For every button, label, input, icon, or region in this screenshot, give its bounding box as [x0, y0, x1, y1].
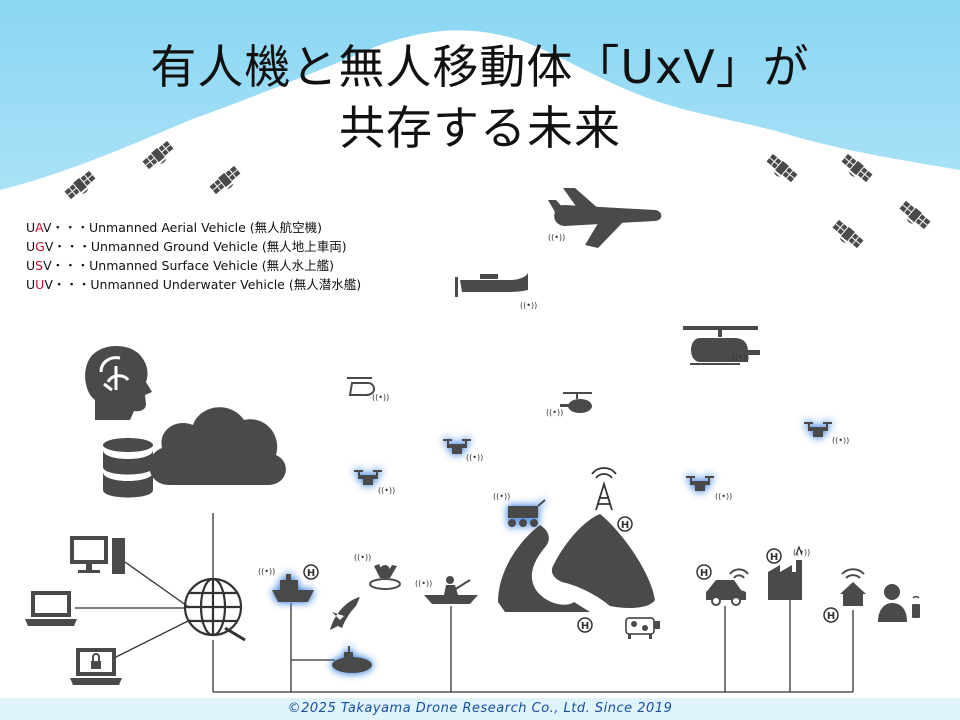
laptop-icon: [25, 591, 77, 626]
shark-icon: [330, 597, 360, 630]
svg-text:H: H: [621, 520, 629, 531]
legend-row-ugv: UGV・・・Unmanned Ground Vehicle (無人地上車両): [26, 239, 347, 254]
drone-icon: [804, 422, 832, 437]
svg-text:H: H: [827, 611, 835, 622]
legend-row-usv: USV・・・Unmanned Surface Vehicle (無人水上艦): [26, 258, 335, 273]
mountain-river-icon: [498, 514, 655, 612]
signal-label: ((•)): [493, 492, 510, 501]
small-helicopter-icon: [347, 377, 376, 396]
satellite-icon: [838, 152, 874, 187]
signal-label: ((•)): [832, 436, 849, 445]
satellite-icon: [208, 164, 244, 199]
satellite-icon: [763, 152, 799, 187]
person-phone-icon: [878, 584, 920, 622]
signal-label: ((•)): [466, 453, 483, 462]
ship-icon: [272, 574, 314, 602]
locked-laptop-icon: [70, 648, 122, 685]
rowboat-icon: [424, 576, 478, 604]
globe-icon: [183, 577, 246, 642]
uxv-legend: UAV・・・Unmanned Aerial Vehicle (無人航空機) UG…: [26, 218, 361, 294]
signal-label: ((•)): [732, 353, 749, 362]
swimmer-icon: [369, 564, 401, 590]
title-line-1: 有人機と無人移動体「UxV」が: [150, 40, 810, 94]
legend-row-uuv: UUV・・・Unmanned Underwater Vehicle (無人潜水艦…: [26, 277, 362, 292]
rover-icon: [508, 499, 546, 527]
database-icon: [103, 438, 153, 498]
small-helicopter-icon: [560, 392, 592, 413]
svg-text:H: H: [770, 552, 778, 563]
prop-plane-icon: [455, 272, 528, 297]
signal-label: ((•)): [415, 579, 432, 588]
antenna-tower-icon: [591, 467, 617, 511]
signal-label: ((•)): [546, 408, 563, 417]
satellite-icon: [829, 218, 865, 253]
helipad-icon: H H H H H H: [303, 516, 839, 633]
footer-copyright: ©2025 Takayama Drone Research Co., Ltd. …: [0, 698, 960, 720]
signal-label: ((•)): [548, 233, 565, 242]
helicopter-icon: [683, 326, 760, 365]
signal-label: ((•)): [258, 567, 275, 576]
satellite-icon: [896, 199, 932, 234]
svg-text:H: H: [581, 621, 589, 632]
desktop-icon: [70, 536, 125, 574]
car-icon: [706, 568, 749, 606]
signal-label: ((•)): [520, 301, 537, 310]
signal-label: ((•)): [793, 548, 810, 557]
svg-text:H: H: [307, 568, 315, 579]
signal-label: ((•)): [354, 553, 371, 562]
signal-label: ((•)): [715, 492, 732, 501]
legend-row-uav: UAV・・・Unmanned Aerial Vehicle (無人航空機): [26, 220, 323, 235]
cloud-icon: [149, 407, 286, 485]
svg-text:H: H: [700, 568, 708, 579]
airplane-icon: [548, 188, 662, 248]
drone-icon: [443, 439, 471, 454]
title-line-2: 共存する未来: [339, 101, 621, 155]
drone-icon: [686, 476, 714, 491]
signal-label: ((•)): [378, 486, 395, 495]
satellite-icon: [63, 169, 99, 204]
signal-label: ((•)): [372, 393, 389, 402]
cow-icon: [625, 617, 660, 639]
submarine-icon: [332, 646, 372, 673]
brain-head-icon: [85, 345, 152, 420]
drone-icon: [354, 470, 382, 485]
factory-icon: [768, 545, 803, 600]
house-icon: [840, 568, 866, 606]
satellite-icon: [141, 139, 177, 174]
mountain-silhouette: [0, 30, 960, 720]
